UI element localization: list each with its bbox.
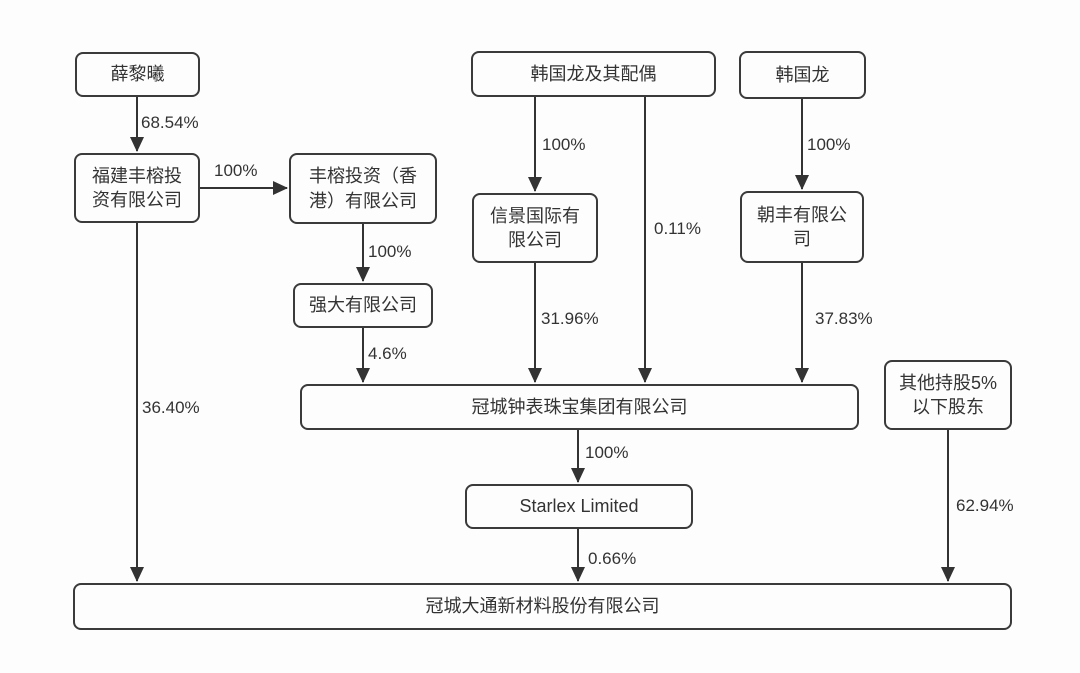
edge-label-xue-to-fujian: 68.54% <box>141 113 199 132</box>
node-han-and-spouse: 韩国龙及其配偶 <box>471 51 716 97</box>
node-label: 冠城钟表珠宝集团有限公司 <box>471 396 688 417</box>
edge-label-chaofeng-to-watch: 37.83% <box>815 309 873 328</box>
node-other-holders: 其他持股5% 以下股东 <box>884 360 1012 430</box>
node-xinjing: 信景国际有 限公司 <box>472 193 598 263</box>
edge-label-han-to-chaofeng: 100% <box>807 135 851 154</box>
node-fujian-fengrong: 福建丰榕投 资有限公司 <box>74 153 200 223</box>
node-label: 信景国际有 限公司 <box>490 205 580 250</box>
node-label: 福建丰榕投 资有限公司 <box>92 165 182 210</box>
edge-label-xinjing-to-watch: 31.96% <box>541 309 599 328</box>
node-xue-lixi: 薛黎曦 <box>75 52 200 97</box>
edge-label-watch-to-starlex: 100% <box>585 443 629 462</box>
edge-label-han-spouse-to-watch: 0.11% <box>654 219 701 238</box>
node-fengrong-hk: 丰榕投资（香 港）有限公司 <box>289 153 437 224</box>
node-label: Starlex Limited <box>519 496 639 517</box>
edge-label-qiangda-to-watch: 4.6% <box>368 344 407 363</box>
node-qiangda: 强大有限公司 <box>293 283 433 328</box>
node-label: 薛黎曦 <box>110 64 165 85</box>
edge-label-fujian-to-hk: 100% <box>214 161 258 180</box>
node-label: 其他持股5% 以下股东 <box>898 372 997 417</box>
node-label: 韩国龙及其配偶 <box>530 63 657 84</box>
node-label: 丰榕投资（香 港）有限公司 <box>309 166 417 211</box>
node-label: 冠城大通新材料股份有限公司 <box>425 596 660 617</box>
node-chaofeng: 朝丰有限公 司 <box>740 191 864 263</box>
edge-label-han-spouse-to-xinjing: 100% <box>542 135 586 154</box>
edge-label-fujian-to-datong: 36.40% <box>142 398 200 417</box>
node-label: 强大有限公司 <box>309 295 417 316</box>
edge-label-other-to-datong: 62.94% <box>956 496 1014 515</box>
node-starlex: Starlex Limited <box>465 484 693 529</box>
node-label: 韩国龙 <box>775 64 830 85</box>
node-guancheng-datong: 冠城大通新材料股份有限公司 <box>73 583 1012 630</box>
node-guancheng-watch: 冠城钟表珠宝集团有限公司 <box>300 384 859 430</box>
node-label: 朝丰有限公 司 <box>757 204 847 249</box>
node-han-guolong: 韩国龙 <box>739 51 866 99</box>
edge-label-starlex-to-datong: 0.66% <box>588 549 637 568</box>
edge-label-hk-to-qiangda: 100% <box>368 242 412 261</box>
